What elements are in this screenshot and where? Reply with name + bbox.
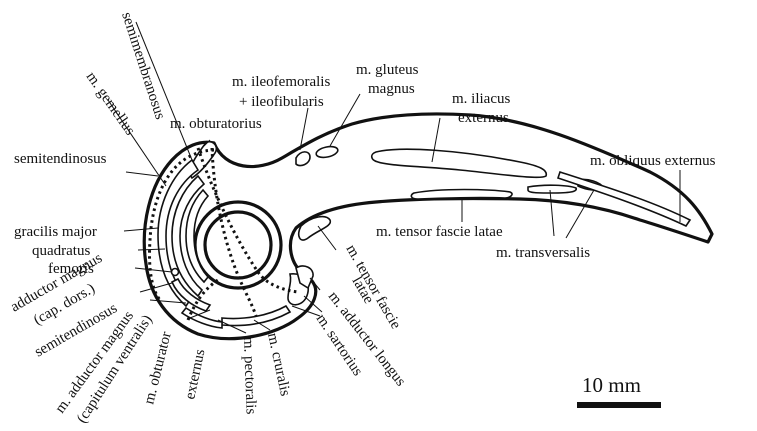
label-m-obturatorius: m. obturatorius — [170, 116, 262, 132]
label-m-iliacus-1: m. iliacus — [452, 91, 510, 107]
label-semitendinosus: semitendinosus — [14, 151, 107, 167]
label-m-iliacus-2: externus — [458, 110, 509, 126]
scale-bar-label: 10 mm — [582, 373, 641, 397]
label-m-gemellus: m. gemellus — [83, 69, 138, 138]
muscle-obturator-externus — [172, 269, 179, 276]
scale-bar — [577, 402, 661, 408]
muscle-tensor-fascie-latae-body — [411, 190, 512, 200]
label-m-cruralis: m. cruralis — [264, 332, 293, 398]
label-m-ileofemoralis-1: m. ileofemoralis — [232, 74, 330, 90]
label-m-transversalis: m. transversalis — [496, 245, 590, 261]
label-gracilis-1: gracilis major — [14, 224, 97, 240]
label-m-obturator-1: m. obturator — [141, 330, 174, 406]
label-m-ileofemoralis-2: + ileofibularis — [239, 94, 324, 110]
label-m-gluteus-1: m. gluteus — [356, 62, 419, 78]
label-m-obturator-2: externus — [182, 348, 208, 401]
label-gracilis-2: quadratus — [32, 243, 90, 259]
label-m-gluteus-2: magnus — [368, 81, 415, 97]
label-m-tensor-latae: m. tensor fascie latae — [376, 224, 503, 240]
muscle-transversalis — [528, 185, 576, 193]
label-semimembranosus: semimembranosus — [118, 10, 168, 121]
label-m-pectoralis: m. pectoralis — [240, 337, 259, 415]
label-m-obliquus: m. obliquus externus — [590, 153, 716, 169]
